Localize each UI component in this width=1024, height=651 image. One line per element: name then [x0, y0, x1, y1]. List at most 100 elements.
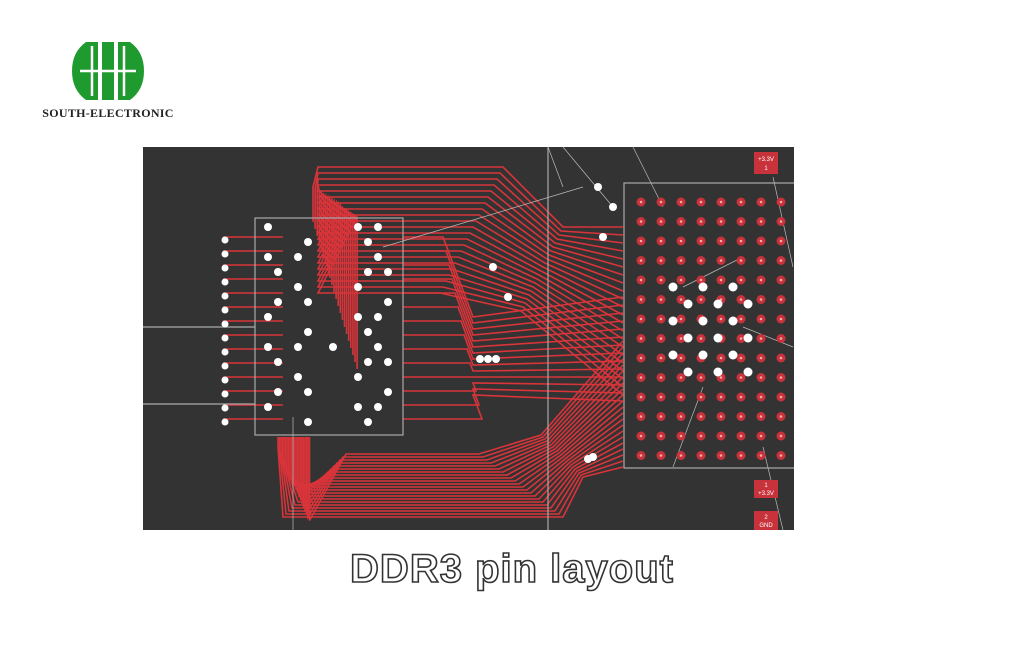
- ratsnest-line: [742, 326, 794, 348]
- bga-pad-center: [759, 239, 763, 243]
- bga-pad-center: [699, 395, 703, 399]
- trace: [284, 436, 624, 503]
- ratsnest-line: [682, 256, 744, 288]
- trace: [317, 184, 624, 252]
- bga-pad-center: [719, 356, 723, 360]
- via: [489, 263, 497, 271]
- trace: [301, 370, 624, 506]
- via: [384, 268, 392, 276]
- connector-net-label: +3.3V: [758, 157, 774, 163]
- trace: [317, 190, 624, 260]
- bga-pad-center: [679, 220, 683, 223]
- via: [374, 313, 382, 321]
- trace: [296, 388, 624, 494]
- bga-pad-center: [679, 376, 683, 379]
- bga-pad-center: [739, 298, 743, 301]
- caption-title: DDR3 pin layout: [349, 546, 674, 592]
- bga-pad-center: [659, 298, 663, 301]
- bga-pad-center: [699, 376, 703, 379]
- via: [374, 253, 382, 261]
- bga-pad-center: [759, 298, 763, 301]
- bga-pad-center: [639, 415, 643, 418]
- bga-pad-center: [659, 356, 663, 360]
- bga-pad-center: [759, 337, 763, 340]
- bga-pad-center: [699, 259, 703, 262]
- bga-pad-center: [739, 376, 743, 379]
- trace: [293, 400, 624, 487]
- via: [743, 299, 753, 309]
- via: [221, 320, 229, 328]
- connector-pin-label: 2: [764, 515, 768, 521]
- via: [698, 316, 708, 326]
- via: [364, 418, 372, 426]
- bga-pad-center: [779, 337, 783, 340]
- bga-pad-center: [759, 220, 763, 223]
- bga-pad-center: [739, 239, 743, 243]
- via: [584, 455, 592, 463]
- bga-pad-center: [639, 317, 643, 321]
- bga-pad-center: [739, 278, 743, 282]
- trace: [316, 206, 624, 340]
- trace: [304, 358, 624, 513]
- trace: [316, 211, 624, 372]
- trace: [316, 202, 624, 332]
- bga-pad-center: [779, 434, 783, 438]
- via: [384, 388, 392, 396]
- bga-pad-center: [779, 278, 783, 282]
- via: [364, 238, 372, 246]
- bga-pad-center: [659, 200, 663, 204]
- bga-pad-center: [679, 317, 683, 321]
- via: [683, 367, 693, 377]
- via: [698, 282, 708, 292]
- bga-pad-center: [679, 454, 683, 457]
- bga-pad-center: [719, 376, 723, 379]
- via: [668, 350, 678, 360]
- trace: [286, 430, 624, 500]
- trace: [281, 437, 624, 509]
- bga-pad-center: [699, 239, 703, 243]
- trace: [403, 306, 624, 348]
- via: [294, 253, 302, 261]
- bga-pad-center: [739, 356, 743, 360]
- bga-pad-center: [659, 337, 663, 340]
- bga-pad-center: [659, 376, 663, 379]
- bga-pad-center: [719, 395, 723, 399]
- trace: [295, 394, 624, 491]
- bga-pad-center: [779, 454, 783, 457]
- bga-pad-center: [679, 259, 683, 262]
- via: [274, 358, 282, 366]
- via: [364, 328, 372, 336]
- via: [374, 343, 382, 351]
- bga-pads: [636, 197, 786, 460]
- bga-pad-center: [779, 220, 783, 223]
- via: [384, 358, 392, 366]
- via: [221, 348, 229, 356]
- via: [304, 328, 312, 336]
- via: [698, 350, 708, 360]
- ratsnest-line: [382, 186, 584, 248]
- bga-pad-center: [759, 395, 763, 399]
- bga-pad-center: [759, 454, 763, 457]
- via: [304, 388, 312, 396]
- trace: [316, 214, 624, 388]
- via: [264, 313, 272, 321]
- bga-pad-center: [659, 454, 663, 457]
- pcb-layout-image: +3.3V 1 1 +3.3V 2 GND: [143, 147, 794, 530]
- trace: [307, 346, 624, 520]
- bga-pad-center: [719, 239, 723, 243]
- via: [221, 404, 229, 412]
- via: [294, 373, 302, 381]
- bga-pad-center: [699, 337, 703, 340]
- via: [329, 343, 337, 351]
- via: [728, 282, 738, 292]
- bga-pad-center: [639, 259, 643, 262]
- bga-pad-center: [699, 434, 703, 438]
- ratsnest-lines: [292, 147, 794, 530]
- bga-pad-center: [759, 356, 763, 360]
- bga-pad-center: [779, 200, 783, 204]
- via: [713, 333, 723, 343]
- via: [221, 306, 229, 314]
- via: [274, 298, 282, 306]
- trace: [305, 352, 624, 517]
- bga-pad-center: [679, 337, 683, 340]
